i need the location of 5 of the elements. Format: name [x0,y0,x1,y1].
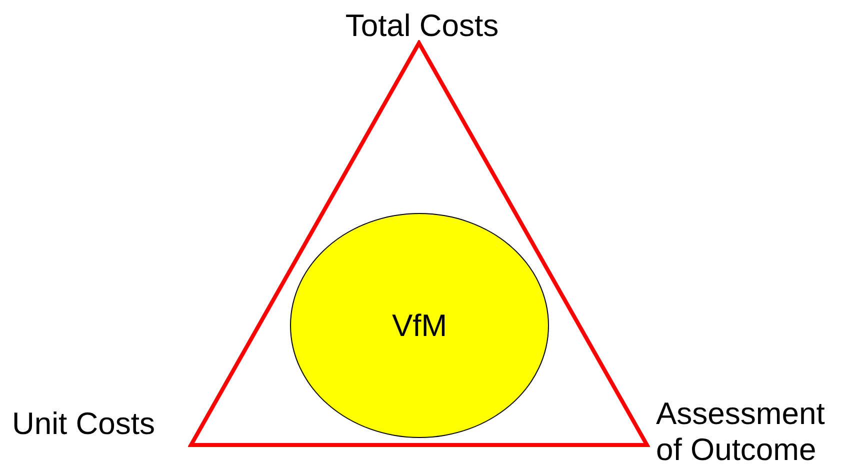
corner-label: Total Costs [344,8,500,44]
corner-label: Assessment of Outcome [656,396,826,468]
triangle-outline [188,40,650,448]
ellipse-node: VfM [290,213,549,438]
corner-label: Unit Costs [12,406,156,442]
